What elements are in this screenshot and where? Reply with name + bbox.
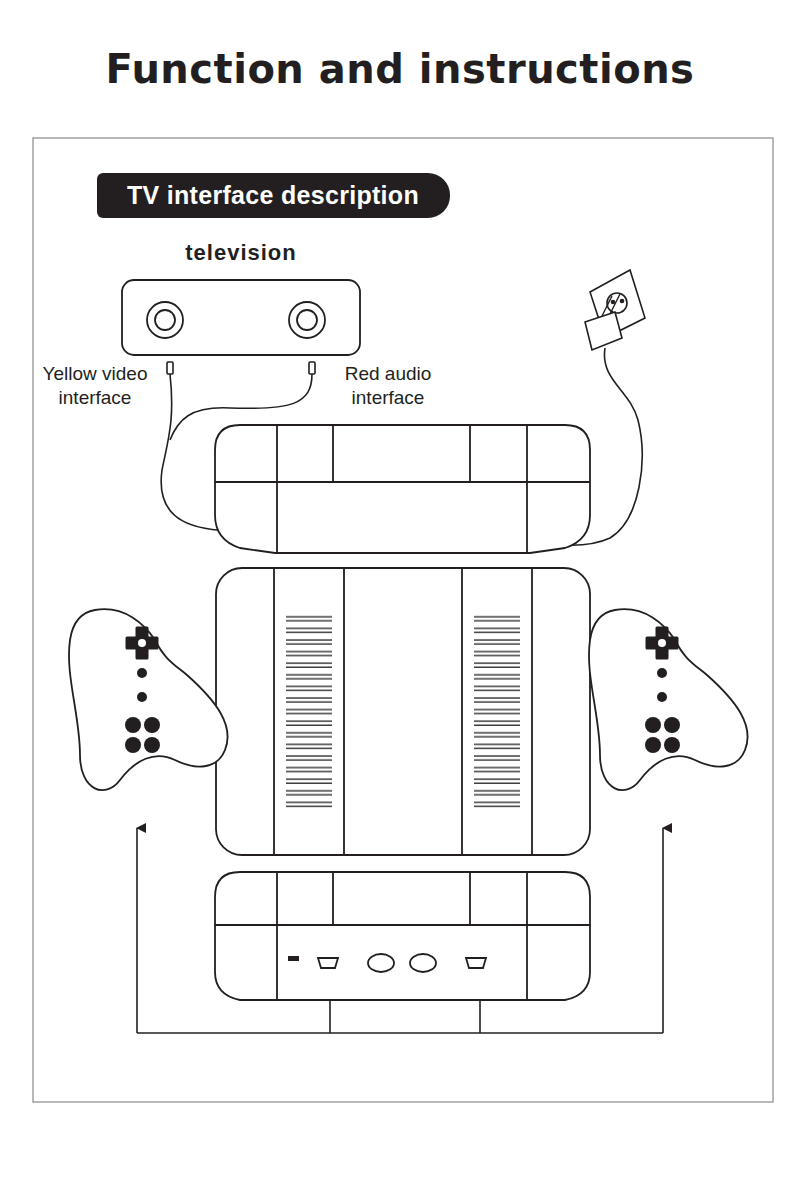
controller bbox=[69, 609, 228, 790]
device-box: television bbox=[122, 240, 360, 355]
section-banner: TV interface description bbox=[97, 173, 450, 218]
console-rear bbox=[215, 425, 590, 553]
banner-text: TV interface description bbox=[127, 181, 419, 210]
frame bbox=[33, 138, 773, 1102]
controller-arrows bbox=[137, 828, 663, 1033]
console-front bbox=[215, 872, 590, 1000]
page-title: Function and instructions bbox=[0, 46, 800, 92]
jack-label: Red audio interface bbox=[326, 362, 450, 410]
controller bbox=[589, 609, 748, 790]
tv-panel bbox=[122, 280, 360, 355]
jack-label: Yellow video interface bbox=[20, 362, 170, 410]
device-heading: television bbox=[122, 240, 360, 266]
console-top bbox=[216, 568, 590, 855]
